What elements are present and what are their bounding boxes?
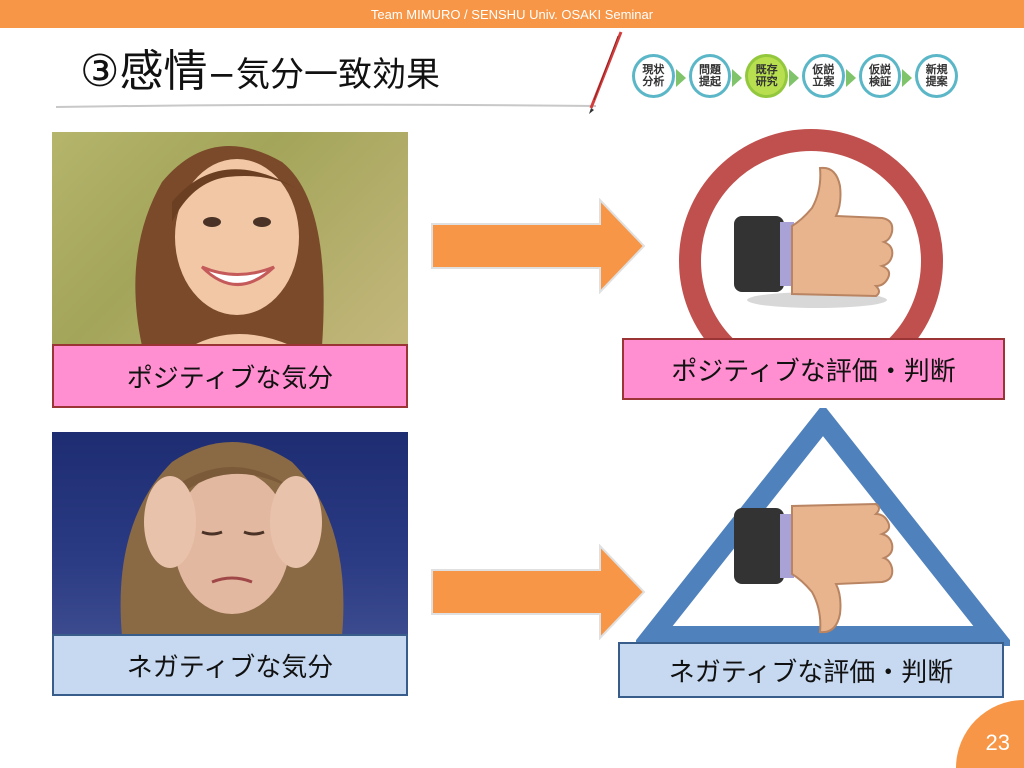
- negative-mood-label: ネガティブな気分: [52, 634, 408, 696]
- progress-steps: 現状分析 問題提起 既存研究 仮説立案 仮説検証 新規提案: [632, 52, 972, 100]
- positive-mood-label: ポジティブな気分: [52, 344, 408, 408]
- sad-woman-photo: [52, 432, 408, 636]
- pencil-icon: [589, 31, 623, 114]
- step-problem: 問題提起: [688, 54, 742, 98]
- step-hypothesis: 仮説立案: [802, 54, 856, 98]
- title-sub: −気分一致効果: [207, 55, 440, 95]
- arrow-right-icon: [431, 198, 646, 294]
- negative-evaluation-label: ネガティブな評価・判断: [618, 642, 1004, 698]
- thumbs-down-icon: [734, 502, 894, 634]
- happy-woman-photo: [52, 132, 408, 346]
- step-verification: 仮説検証: [858, 54, 912, 98]
- step-proposal: 新規提案: [915, 54, 959, 98]
- arrow-right-icon: [431, 544, 646, 640]
- page-number: 23: [956, 700, 1024, 768]
- title-main: 感情: [119, 46, 208, 97]
- positive-evaluation-label: ポジティブな評価・判断: [622, 338, 1005, 400]
- header-bar: Team MIMURO / SENSHU Univ. OSAKI Seminar: [0, 0, 1024, 28]
- page-title: ③感情−気分一致効果: [80, 44, 440, 103]
- step-current-analysis: 現状分析: [632, 54, 686, 98]
- title-number: ③: [80, 46, 120, 97]
- step-existing-research: 既存研究: [745, 54, 799, 98]
- header-text: Team MIMURO / SENSHU Univ. OSAKI Seminar: [370, 6, 654, 22]
- thumbs-up-icon: [734, 166, 894, 308]
- title-underline: [56, 103, 596, 108]
